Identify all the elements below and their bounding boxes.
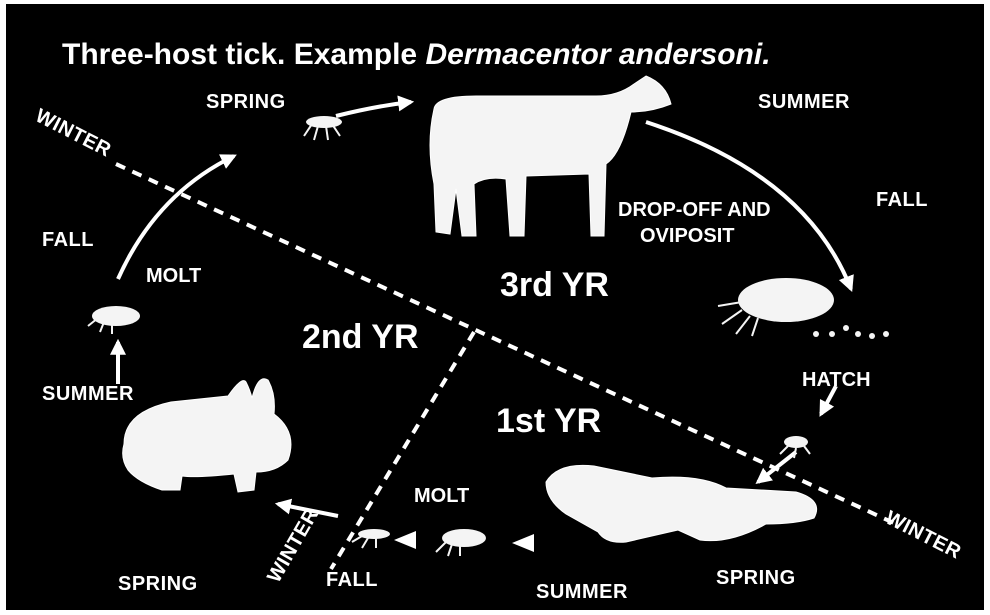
season-winter-bottom-left: WINTER bbox=[263, 505, 323, 587]
season-summer-left: SUMMER bbox=[42, 383, 134, 405]
season-winter-bottom-right: WINTER bbox=[882, 507, 965, 564]
arrow-spring-to-cow bbox=[336, 102, 411, 116]
season-fall-bottom: FALL bbox=[326, 569, 378, 591]
season-spring-bottom-right: SPRING bbox=[716, 567, 796, 589]
rabbit-icon bbox=[123, 379, 291, 492]
season-spring-bottom-left: SPRING bbox=[118, 573, 198, 595]
year-second: 2nd YR bbox=[302, 318, 419, 356]
season-fall-right: FALL bbox=[876, 189, 928, 211]
year-first: 1st YR bbox=[496, 402, 601, 440]
season-spring-top: SPRING bbox=[206, 91, 286, 113]
season-summer-bottom: SUMMER bbox=[536, 581, 628, 603]
tick-lifecycle-diagram: Three-host tick. Example Dermacentor and… bbox=[6, 4, 984, 610]
tick-engorged-female-icon bbox=[718, 278, 834, 336]
tick-nymph-molt-lower-icon bbox=[436, 529, 486, 556]
stage-dropoff-line2: OVIPOSIT bbox=[640, 225, 734, 247]
diagram-title: Three-host tick. Example Dermacentor and… bbox=[62, 38, 771, 71]
stage-dropoff-line1: DROP-OFF AND bbox=[618, 199, 771, 221]
stage-hatch: HATCH bbox=[802, 369, 871, 391]
tick-adult-spring-icon bbox=[304, 116, 342, 140]
diagram-canvas: Three-host tick. Example Dermacentor and… bbox=[6, 4, 984, 610]
tick-nymph-molt-icon bbox=[88, 306, 140, 334]
squirrel-icon bbox=[546, 465, 817, 542]
stage-molt-upper: MOLT bbox=[146, 265, 201, 287]
arrow-molt-left-1 bbox=[394, 531, 416, 549]
tick-eggs-icon bbox=[813, 325, 889, 339]
tick-larva-hatch-icon bbox=[780, 436, 810, 458]
arrow-to-squirrel bbox=[758, 452, 796, 482]
year-third: 3rd YR bbox=[500, 266, 609, 304]
season-winter-top: WINTER bbox=[32, 105, 115, 162]
tick-larva-fall-icon bbox=[352, 529, 390, 548]
season-fall-left: FALL bbox=[42, 229, 94, 251]
stage-molt-lower: MOLT bbox=[414, 485, 469, 507]
season-summer-top: SUMMER bbox=[758, 91, 850, 113]
arrow-molt-left-2 bbox=[512, 534, 534, 552]
